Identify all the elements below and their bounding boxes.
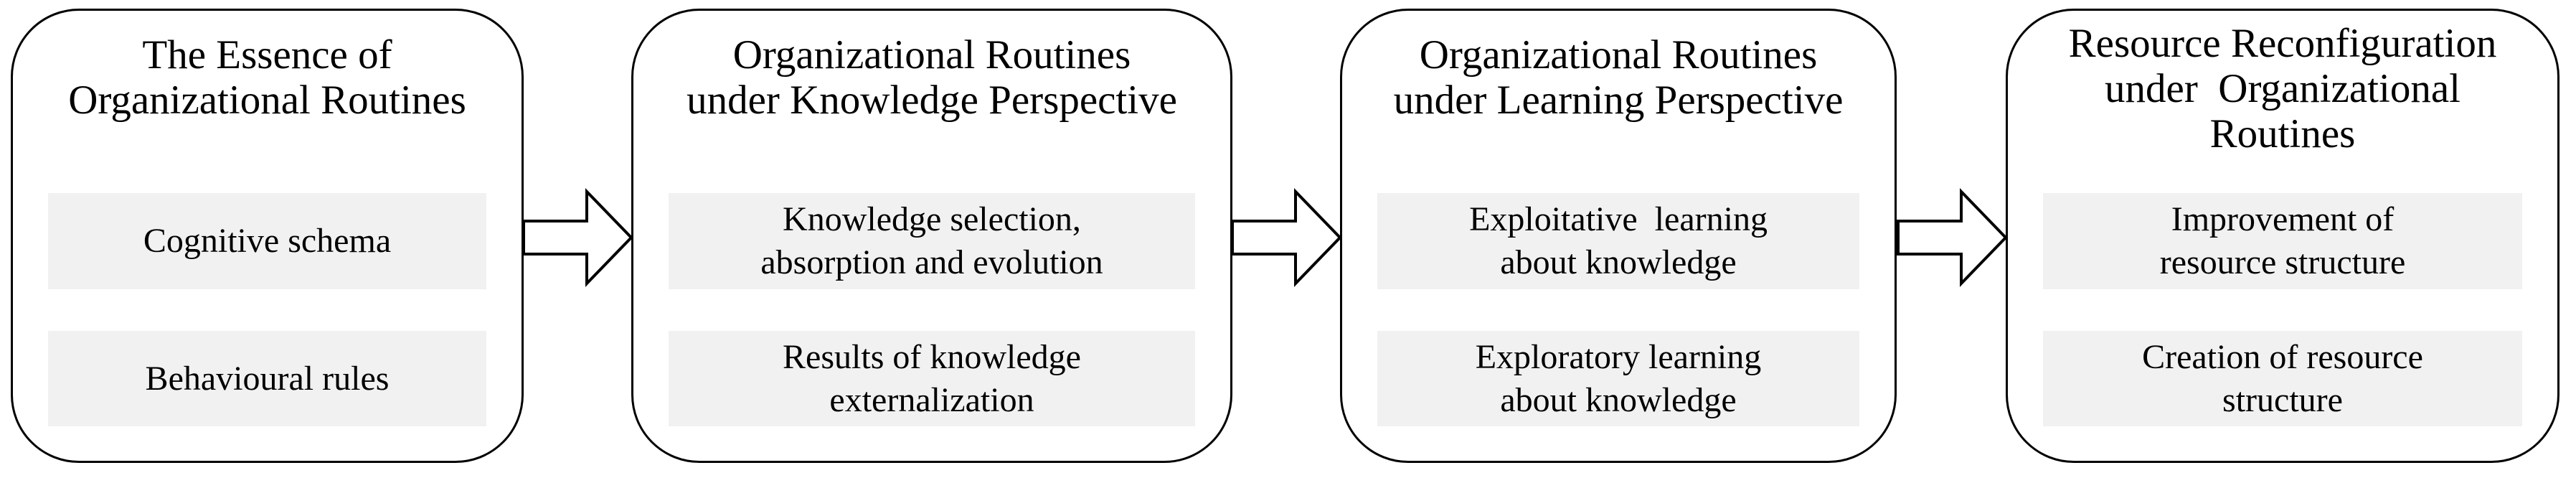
box-title: The Essence of Organizational Routines xyxy=(68,32,466,123)
sub-topic-box: Exploratory learning about knowledge xyxy=(1377,331,1859,426)
box-title: Organizational Routines under Learning P… xyxy=(1393,32,1844,123)
sub-topic-box: Results of knowledge externalization xyxy=(669,331,1195,426)
sub-topic-box: Cognitive schema xyxy=(48,193,486,289)
stage-box-essence-of-routines: The Essence of Organizational Routines C… xyxy=(11,9,524,463)
sub-topic-box: Knowledge selection, absorption and evol… xyxy=(669,193,1195,289)
sub-topic-box: Behavioural rules xyxy=(48,331,486,426)
box-title: Organizational Routines under Knowledge … xyxy=(687,32,1177,123)
stage-box-learning-perspective: Organizational Routines under Learning P… xyxy=(1340,9,1897,463)
sub-topic-box: Creation of resource structure xyxy=(2043,331,2522,426)
sub-topic-box: Exploitative learning about knowledge xyxy=(1377,193,1859,289)
flow-arrow-right-icon xyxy=(1897,188,2008,287)
sub-topic-box: Improvement of resource structure xyxy=(2043,193,2522,289)
flow-arrow-right-icon xyxy=(522,188,633,287)
stage-box-knowledge-perspective: Organizational Routines under Knowledge … xyxy=(631,9,1232,463)
stage-box-resource-reconfiguration: Resource Reconfiguration under Organizat… xyxy=(2006,9,2560,463)
flow-arrow-right-icon xyxy=(1231,188,1342,287)
box-title: Resource Reconfiguration under Organizat… xyxy=(2068,21,2497,156)
